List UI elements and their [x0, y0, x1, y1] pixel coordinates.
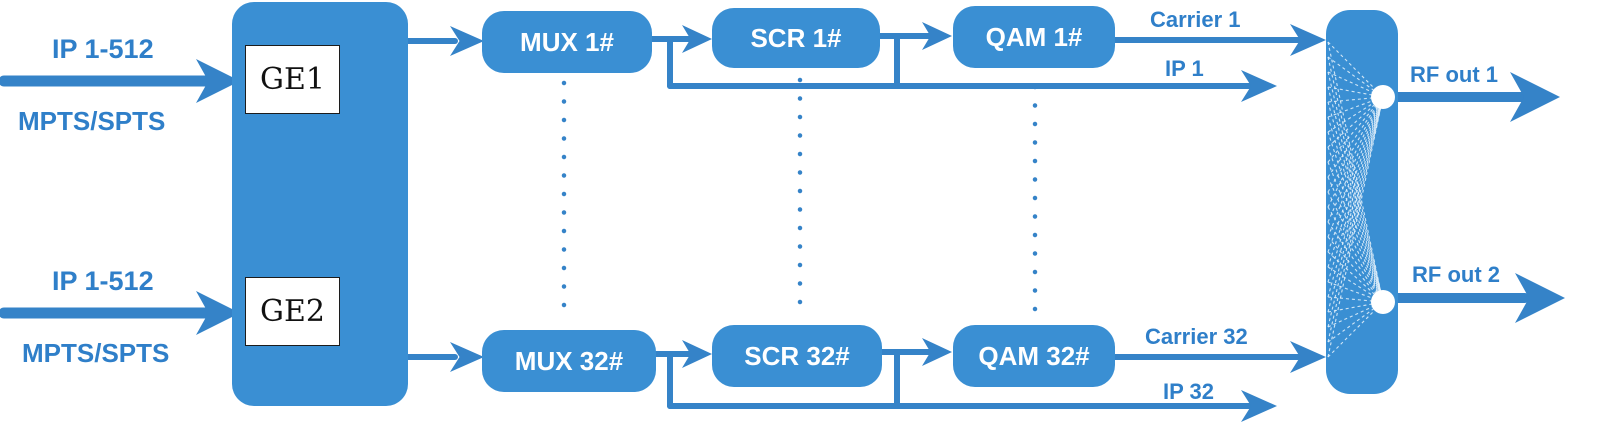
mux-node-1: MUX 1#: [482, 11, 652, 73]
ge2-port-box: GE2: [245, 277, 340, 346]
input-1-type-label: MPTS/SPTS: [18, 106, 166, 136]
scr1-to-qam1-arrow-icon: [922, 22, 952, 50]
combiner-fan-line: [1327, 96, 1384, 298]
ip32-arrow-icon: [1241, 390, 1277, 422]
rf-output-node-2: [1371, 290, 1395, 314]
combiner-fan-line: [1327, 116, 1384, 303]
combiner-fan-line: [1327, 96, 1384, 223]
panel-to-mux32-arrow-icon: [450, 342, 484, 372]
input-1-ip-label: IP 1-512: [52, 34, 154, 64]
qam-node-1: QAM 1#: [953, 6, 1115, 68]
carrier1-arrow-icon: [1290, 24, 1326, 56]
scr-node-32: SCR 32#: [712, 325, 882, 387]
scr32-to-qam32-arrow-icon: [922, 338, 952, 366]
ip-1-output-label: IP 1: [1165, 56, 1204, 81]
combiner-fan-line: [1327, 251, 1384, 303]
carrier-1-label: Carrier 1: [1150, 7, 1241, 32]
combiner-fan-line: [1327, 96, 1384, 313]
combiner-fan-line: [1327, 176, 1384, 303]
combiner-fan-line: [1327, 206, 1384, 303]
panel-to-mux1-arrow-icon: [450, 26, 484, 56]
rf-out-1-label: RF out 1: [1410, 62, 1498, 87]
combiner-fan-line: [1327, 41, 1384, 98]
ip-32-output-label: IP 32: [1163, 379, 1214, 404]
combiner-fan-line: [1327, 96, 1384, 163]
mux1-to-scr1-arrow-icon: [682, 25, 712, 53]
combiner-fan-line: [1327, 96, 1384, 283]
qam-node-32: QAM 32#: [953, 325, 1115, 387]
rf-out-2-label: RF out 2: [1412, 262, 1500, 287]
combiner-fan-line: [1327, 96, 1384, 193]
combiner-fan-line: [1327, 96, 1384, 358]
combiner-fan-line: [1327, 96, 1384, 148]
carrier32-arrow-icon: [1290, 341, 1326, 373]
mux32-to-scr32-arrow-icon: [682, 340, 712, 368]
combiner-fan-line: [1327, 96, 1384, 253]
carrier-32-label: Carrier 32: [1145, 324, 1248, 349]
combiner-fan-line: [1327, 301, 1384, 358]
ip1-arrow-icon: [1241, 70, 1277, 102]
combiner-fan-line: [1327, 191, 1384, 303]
input-2-ip-label: IP 1-512: [52, 266, 154, 296]
rf-out-2-arrow-icon: [1515, 273, 1565, 323]
ge1-port-box: GE1: [245, 45, 340, 114]
combiner-fan-line: [1327, 86, 1384, 303]
rf-out-1-arrow-icon: [1510, 72, 1560, 122]
combiner-fan-line: [1327, 101, 1384, 303]
combiner-fan-line: [1327, 161, 1384, 303]
scr-node-1: SCR 1#: [712, 8, 880, 68]
rf-output-node-1: [1371, 85, 1395, 109]
combiner-fan-line: [1327, 146, 1384, 303]
mux-node-32: MUX 32#: [482, 330, 656, 392]
input-2-type-label: MPTS/SPTS: [22, 338, 170, 368]
input-1-arrow-icon: [196, 59, 240, 103]
combiner-fan-line: [1327, 221, 1384, 303]
input-2-arrow-icon: [196, 291, 240, 335]
combiner-fan-line: [1327, 41, 1384, 303]
combiner-fan-line: [1327, 96, 1384, 178]
combiner-fan-line: [1327, 96, 1384, 238]
combiner-fan-line: [1327, 236, 1384, 303]
combiner-fan-line: [1327, 96, 1384, 208]
